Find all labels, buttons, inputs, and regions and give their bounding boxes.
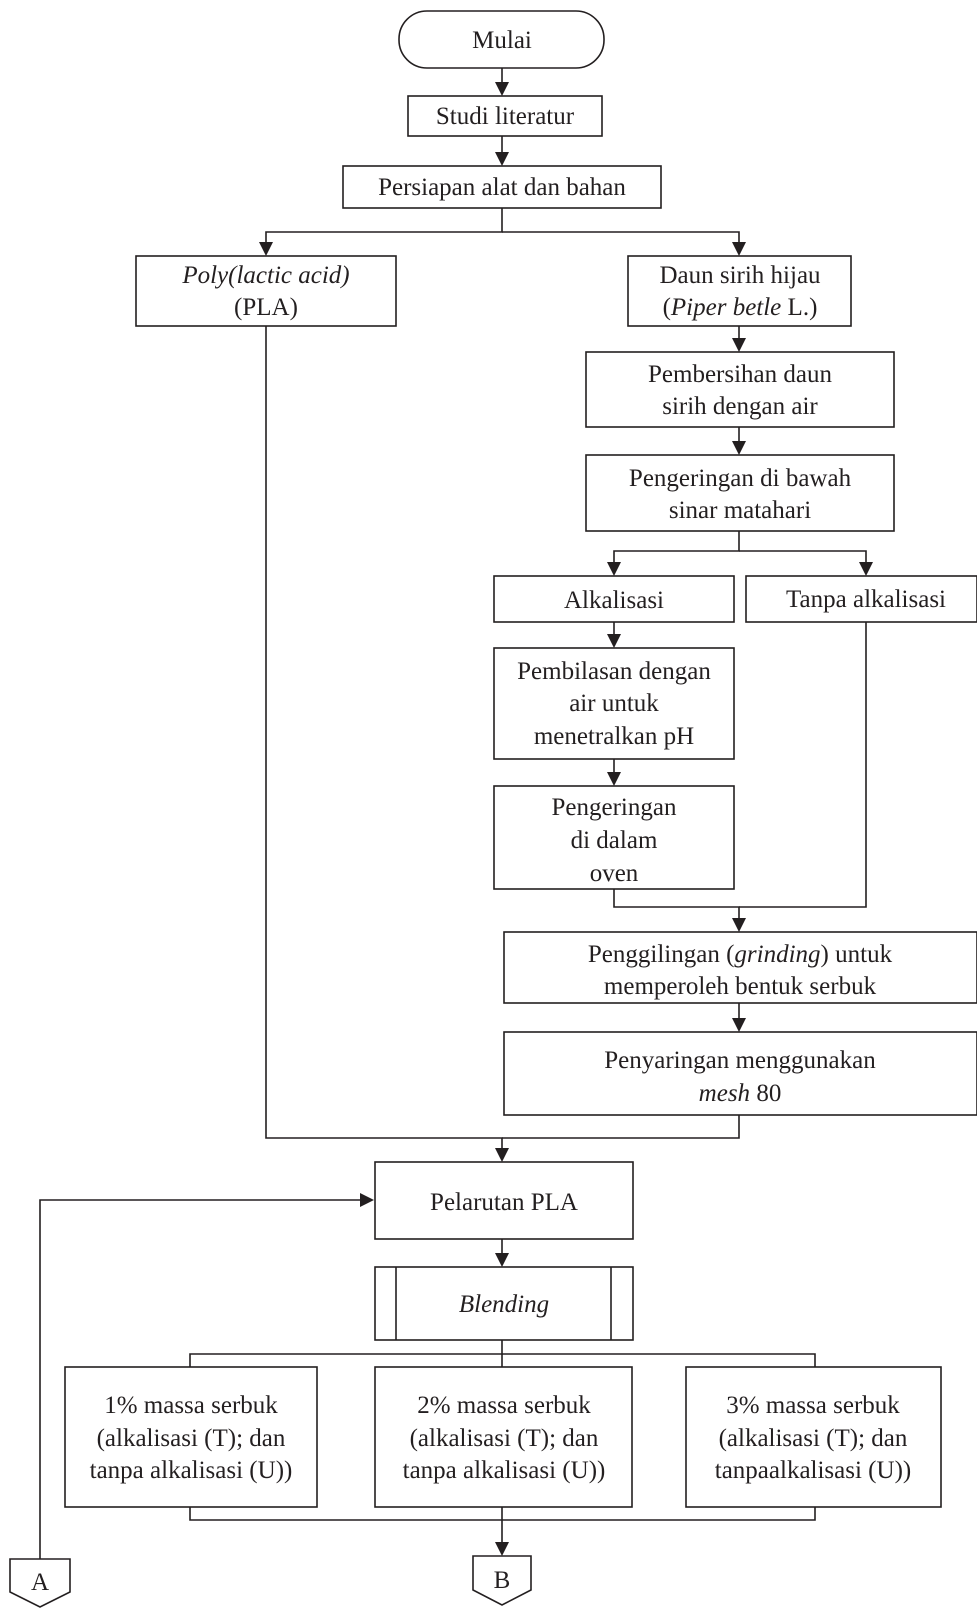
pla-label-line2: (PLA) — [234, 294, 298, 321]
arrowheads — [259, 82, 873, 1556]
alkalization-node: Alkalisasi — [493, 575, 735, 623]
arrow-head-noalkali — [859, 562, 873, 576]
blending-label: Blending — [459, 1291, 549, 1318]
rinsing-node: Pembilasan dengan air untuk menetralkan … — [493, 647, 735, 760]
sieving-label-line2: mesh 80 — [699, 1080, 782, 1107]
line-noalkali-merge — [739, 622, 867, 908]
betel-label-line1: Daun sirih hijau — [659, 262, 821, 289]
rinsing-label-line3: menetralkan pH — [534, 723, 694, 750]
dissolving-node: Pelarutan PLA — [374, 1161, 634, 1240]
powder-3-node: 3% massa serbuk (alkalisasi (T); dan tan… — [685, 1366, 942, 1508]
oven-drying-node: Pengeringan di dalam oven — [493, 785, 735, 890]
sun-drying-label-line2: sinar matahari — [669, 497, 811, 524]
literature-label: Studi literatur — [436, 103, 575, 130]
rinsing-label-line1: Pembilasan dengan — [517, 658, 711, 685]
arrow-head-preparation — [495, 152, 509, 166]
arrow-head-literature — [495, 82, 509, 96]
powder-1-node: 1% massa serbuk (alkalisasi (T); dan tan… — [64, 1366, 318, 1508]
powder-1-label-line3: tanpa alkalisasi (U)) — [90, 1457, 293, 1484]
connector-b: B — [472, 1555, 532, 1606]
powder-3-label-line3: tanpaalkalisasi (U)) — [715, 1457, 911, 1484]
arrow-head-rinsing — [607, 634, 621, 648]
arrow-head-blending — [495, 1253, 509, 1267]
line-pla-merge — [265, 326, 503, 1149]
alkalization-label: Alkalisasi — [564, 587, 664, 614]
cleaning-label-line1: Pembersihan daun — [648, 361, 832, 388]
grinding-label-line2: memperoleh bentuk serbuk — [604, 973, 877, 1000]
preparation-label: Persiapan alat dan bahan — [378, 174, 626, 201]
arrow-head-betel — [732, 242, 746, 256]
powder-2-label-line1: 2% massa serbuk — [417, 1392, 591, 1419]
powder-3-label-line2: (alkalisasi (T); dan — [719, 1425, 908, 1452]
start-label: Mulai — [472, 27, 532, 54]
arrow-head-sundrying — [732, 441, 746, 455]
oven-drying-label-line3: oven — [590, 860, 639, 887]
arrow-head-pla — [259, 242, 273, 256]
line-preparation-split — [265, 208, 503, 244]
line-sundrying-split-right — [739, 550, 867, 564]
powder-2-label-line3: tanpa alkalisasi (U)) — [403, 1457, 606, 1484]
pla-node: Poly(lactic acid) (PLA) — [135, 255, 397, 327]
betel-node: Daun sirih hijau (Piper betle L.) — [627, 255, 852, 327]
arrow-head-dissolving — [495, 1148, 509, 1162]
literature-node: Studi literatur — [407, 95, 603, 137]
line-blending-split-right — [502, 1353, 816, 1367]
arrow-head-alkali — [607, 562, 621, 576]
cleaning-label-line2: sirih dengan air — [662, 393, 818, 420]
line-loop-a — [39, 1199, 362, 1559]
arrow-head-loop-a — [360, 1193, 374, 1207]
no-alkalization-node: Tanpa alkalisasi — [745, 575, 977, 623]
betel-label-line2: (Piper betle L.) — [663, 294, 818, 321]
no-alkalization-label: Tanpa alkalisasi — [786, 586, 946, 613]
powder-1-label-line2: (alkalisasi (T); dan — [97, 1425, 286, 1452]
powder-2-node: 2% massa serbuk (alkalisasi (T); dan tan… — [374, 1366, 633, 1508]
line-sieving-merge — [502, 1115, 740, 1139]
sun-drying-label-line1: Pengeringan di bawah — [629, 465, 852, 492]
sieving-label-line1: Penyaringan menggunakan — [604, 1047, 876, 1074]
sieving-node: Penyaringan menggunakan mesh 80 — [503, 1031, 977, 1116]
line-oven-merge — [613, 889, 740, 919]
oven-drying-label-line2: di dalam — [571, 827, 658, 854]
rinsing-label-line2: air untuk — [569, 690, 659, 717]
powder-1-label-line1: 1% massa serbuk — [104, 1392, 278, 1419]
line-sundrying-split — [613, 531, 740, 564]
arrow-head-cleaning — [732, 338, 746, 352]
arrow-head-sieving — [732, 1018, 746, 1032]
flow-lines — [39, 68, 867, 1559]
line-split-right — [502, 231, 740, 244]
blending-node: Blending — [374, 1266, 634, 1341]
connector-b-label: B — [494, 1567, 511, 1594]
arrow-head-grinding — [732, 918, 746, 932]
dissolving-label: Pelarutan PLA — [430, 1189, 578, 1216]
start-node: Mulai — [398, 10, 605, 69]
powder-2-label-line2: (alkalisasi (T); dan — [410, 1425, 599, 1452]
sun-drying-node: Pengeringan di bawah sinar matahari — [585, 454, 895, 532]
grinding-label-line1: Penggilingan (grinding) untuk — [588, 941, 893, 968]
preparation-node: Persiapan alat dan bahan — [342, 165, 662, 209]
grinding-node: Penggilingan (grinding) untuk memperoleh… — [503, 931, 977, 1004]
connector-a: A — [9, 1558, 71, 1608]
line-blending-split — [189, 1340, 503, 1367]
arrow-head-oven — [607, 772, 621, 786]
cleaning-node: Pembersihan daun sirih dengan air — [585, 351, 895, 428]
arrow-head-b — [495, 1542, 509, 1556]
pla-label-line1: Poly(lactic acid) — [181, 262, 349, 289]
powder-3-label-line1: 3% massa serbuk — [726, 1392, 900, 1419]
oven-drying-label-line1: Pengeringan — [552, 794, 677, 821]
connector-a-label: A — [31, 1569, 49, 1596]
